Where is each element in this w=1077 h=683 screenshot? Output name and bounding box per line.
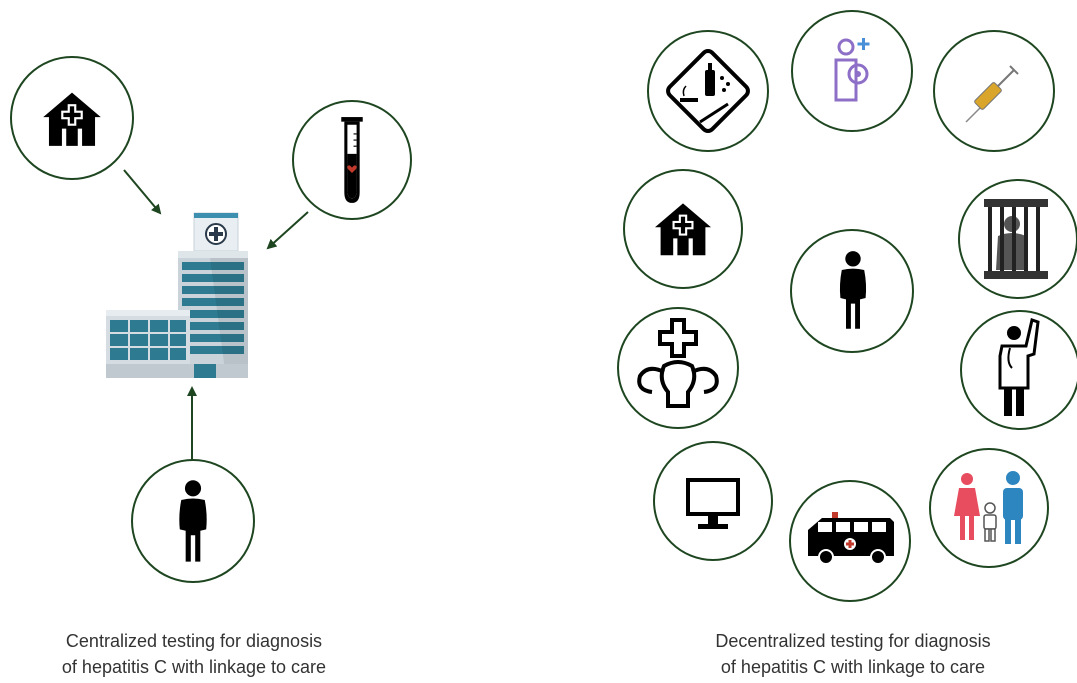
syringe-node bbox=[933, 30, 1055, 152]
arrow-tube-to-hospital bbox=[266, 211, 309, 250]
mobile-van-node bbox=[789, 480, 911, 602]
family-icon bbox=[954, 471, 1023, 544]
family-node bbox=[929, 448, 1049, 568]
harm-reduction-node bbox=[647, 30, 769, 152]
telehealth-monitor-icon bbox=[686, 478, 740, 529]
test-tube-icon bbox=[340, 116, 364, 204]
clinic-node bbox=[10, 56, 134, 180]
centralized-caption-line1: Centralized testing for diagnosis bbox=[65, 631, 323, 651]
decentralized-diagram bbox=[617, 10, 1077, 602]
reproductive-health-node bbox=[617, 307, 739, 429]
syringe-icon bbox=[965, 65, 1019, 123]
person-node-decentralized bbox=[790, 229, 914, 353]
harm-reduction-icon bbox=[666, 49, 750, 133]
health-worker-node bbox=[960, 310, 1077, 430]
centralized-caption: Centralized testing for diagnosis of hep… bbox=[0, 628, 404, 680]
health-worker-icon bbox=[998, 318, 1040, 416]
prison-icon bbox=[984, 199, 1048, 279]
mother-child-icon bbox=[834, 38, 870, 102]
clinic-node-decentralized bbox=[623, 169, 743, 289]
centralized-caption-line2: of hepatitis C with linkage to care bbox=[61, 657, 327, 677]
mother-child-node bbox=[791, 10, 913, 132]
prison-node bbox=[958, 179, 1077, 299]
test-tube-node bbox=[292, 100, 412, 220]
centralized-diagram bbox=[10, 56, 412, 583]
decentralized-caption-line1: Decentralized testing for diagnosis bbox=[715, 631, 991, 651]
decentralized-caption-line2: of hepatitis C with linkage to care bbox=[720, 657, 986, 677]
mobile-van-icon bbox=[808, 512, 894, 565]
decentralized-caption: Decentralized testing for diagnosis of h… bbox=[643, 628, 1063, 680]
telehealth-node bbox=[653, 441, 773, 561]
reproductive-health-icon bbox=[637, 318, 719, 408]
hospital-building-icon bbox=[106, 212, 248, 378]
person-node bbox=[131, 459, 255, 583]
arrow-clinic-to-hospital bbox=[123, 169, 162, 215]
